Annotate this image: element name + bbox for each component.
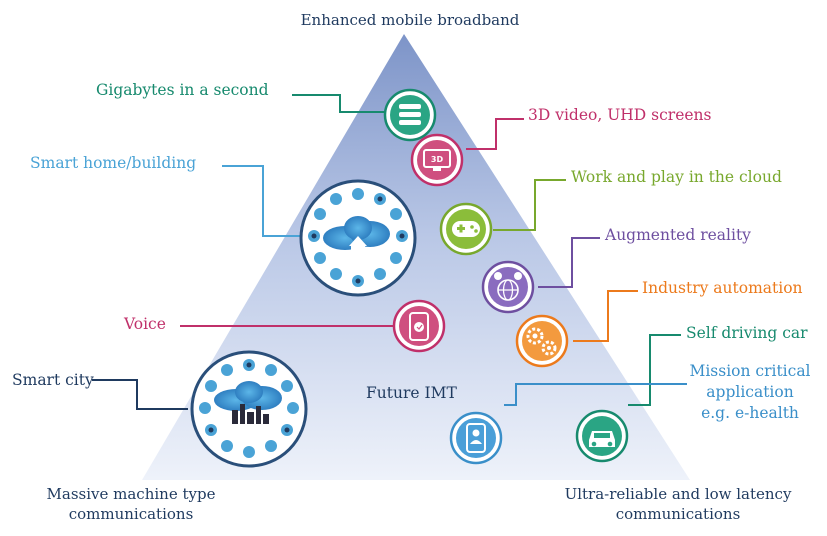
corner-label-bottom-right: Ultra-reliable and low latency communica… (538, 484, 818, 525)
feature-label-gigabytes: Gigabytes in a second (96, 81, 269, 99)
phone-icon (392, 299, 446, 353)
center-label: Future IMT (366, 384, 457, 402)
smart-home-connector (222, 165, 301, 237)
corner-label-bottom-left-line-1: Massive machine type (46, 485, 216, 503)
feature-label-smart-city: Smart city (12, 371, 94, 389)
augmented-connector (538, 237, 600, 288)
gamepad-icon (439, 202, 493, 256)
feature-label-cloud-play: Work and play in the cloud (571, 168, 782, 186)
feature-label-mission-critical: Mission critical application e.g. e-heal… (676, 361, 824, 424)
self-driving-connector (628, 334, 681, 406)
svg-text:3D: 3D (431, 155, 444, 164)
corner-label-bottom-left-line-2: communications (68, 505, 194, 524)
feature-label-voice: Voice (124, 315, 166, 333)
corner-label-bottom-right-line-1: Ultra-reliable and low latency (564, 485, 792, 503)
feature-label-self-driving: Self driving car (686, 324, 808, 342)
ar-globe-icon (481, 260, 535, 314)
feature-label-smart-home: Smart home/building (30, 154, 197, 172)
gears-icon (515, 314, 569, 368)
video-3d-connector (466, 118, 524, 150)
industry-connector (573, 290, 638, 342)
car-icon (575, 409, 629, 463)
health-phone-icon (449, 411, 503, 465)
corner-label-bottom-left: Massive machine type communications (6, 484, 256, 525)
database-icon (383, 88, 437, 142)
mission-critical-line-2: application (706, 382, 794, 401)
3d-screen-icon: 3D (410, 133, 464, 187)
smart-city-cluster-icon (190, 350, 308, 468)
smart-city-connector (92, 379, 188, 410)
smart-home-cluster-icon (299, 179, 417, 297)
mission-critical-line-3: e.g. e-health (701, 403, 799, 422)
gigabytes-connector (292, 94, 384, 113)
mission-critical-connector (504, 383, 687, 406)
feature-label-3d-video: 3D video, UHD screens (528, 106, 712, 124)
corner-label-top: Enhanced mobile broadband (300, 11, 520, 29)
feature-label-augmented-reality: Augmented reality (605, 226, 751, 244)
cloud-play-connector (493, 179, 566, 231)
corner-label-bottom-right-line-2: communications (615, 505, 741, 524)
feature-label-industry-automation: Industry automation (642, 279, 803, 297)
mission-critical-line-1: Mission critical (689, 362, 811, 380)
